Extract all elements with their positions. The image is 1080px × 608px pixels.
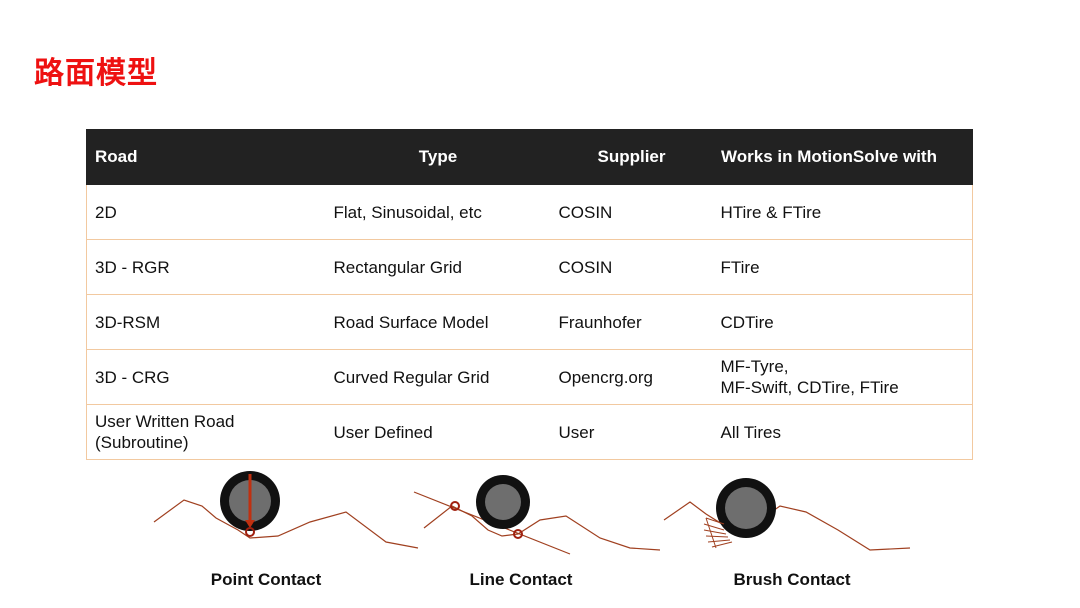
cell-works-with: All Tires — [712, 404, 973, 460]
contact-point-icon — [450, 501, 460, 511]
brush-bristles-icon — [703, 517, 733, 549]
diagram-caption-brush: Brush Contact — [733, 570, 851, 589]
table-row: User Written Road (Subroutine) User Defin… — [86, 404, 973, 460]
column-header-supplier: Supplier — [550, 129, 713, 185]
cell-works-with: HTire & FTire — [712, 184, 973, 240]
cell-works-with: CDTire — [712, 294, 973, 350]
cell-type: User Defined — [325, 404, 551, 460]
cell-line: User Written Road — [95, 412, 235, 431]
table-row: 3D - RGR Rectangular Grid COSIN FTire — [86, 239, 973, 295]
cell-type: Rectangular Grid — [325, 239, 551, 295]
cell-road: 3D - RGR — [86, 239, 326, 295]
column-header-type: Type — [325, 129, 551, 185]
point-contact-diagram — [153, 471, 419, 549]
cell-type: Road Surface Model — [325, 294, 551, 350]
contact-point-icon — [245, 527, 255, 537]
tire-hub-icon — [485, 484, 521, 520]
cell-line: MF-Swift, CDTire, FTire — [720, 378, 899, 397]
cell-road: 2D — [86, 184, 326, 240]
column-header-works-with: Works in MotionSolve with — [712, 129, 973, 185]
cell-works-with: MF-Tyre, MF-Swift, CDTire, FTire — [712, 349, 973, 405]
cell-works-with: FTire — [712, 239, 973, 295]
cell-supplier: Opencrg.org — [550, 349, 713, 405]
road-profile-line — [663, 501, 911, 551]
page-title: 路面模型 — [34, 56, 158, 91]
cell-road: 3D - CRG — [86, 349, 326, 405]
table-row: 3D - CRG Curved Regular Grid Opencrg.org… — [86, 349, 973, 405]
contact-point-icon — [513, 529, 523, 539]
table-row: 2D Flat, Sinusoidal, etc COSIN HTire & F… — [86, 184, 973, 240]
cell-supplier: COSIN — [550, 239, 713, 295]
cell-supplier: Fraunhofer — [550, 294, 713, 350]
table-header-row: Road Type Supplier Works in MotionSolve … — [86, 129, 973, 185]
cell-supplier: User — [550, 404, 713, 460]
road-profile-line — [153, 499, 419, 549]
cell-road: 3D-RSM — [86, 294, 326, 350]
diagram-caption-line: Line Contact — [469, 570, 573, 589]
cell-type: Flat, Sinusoidal, etc — [325, 184, 551, 240]
tire-hub-icon — [725, 487, 767, 529]
cell-line: MF-Tyre, — [720, 357, 789, 376]
line-contact-diagram — [413, 475, 661, 555]
column-header-road: Road — [86, 129, 326, 185]
brush-contact-diagram — [663, 478, 911, 551]
diagram-caption-point: Point Contact — [210, 570, 322, 589]
road-models-table: Road Type Supplier Works in MotionSolve … — [86, 129, 973, 460]
table-row: 3D-RSM Road Surface Model Fraunhofer CDT… — [86, 294, 973, 350]
cell-supplier: COSIN — [550, 184, 713, 240]
cell-road: User Written Road (Subroutine) — [86, 404, 326, 460]
cell-type: Curved Regular Grid — [325, 349, 551, 405]
arrow-head-icon — [245, 520, 255, 528]
cell-line: (Subroutine) — [95, 433, 189, 452]
